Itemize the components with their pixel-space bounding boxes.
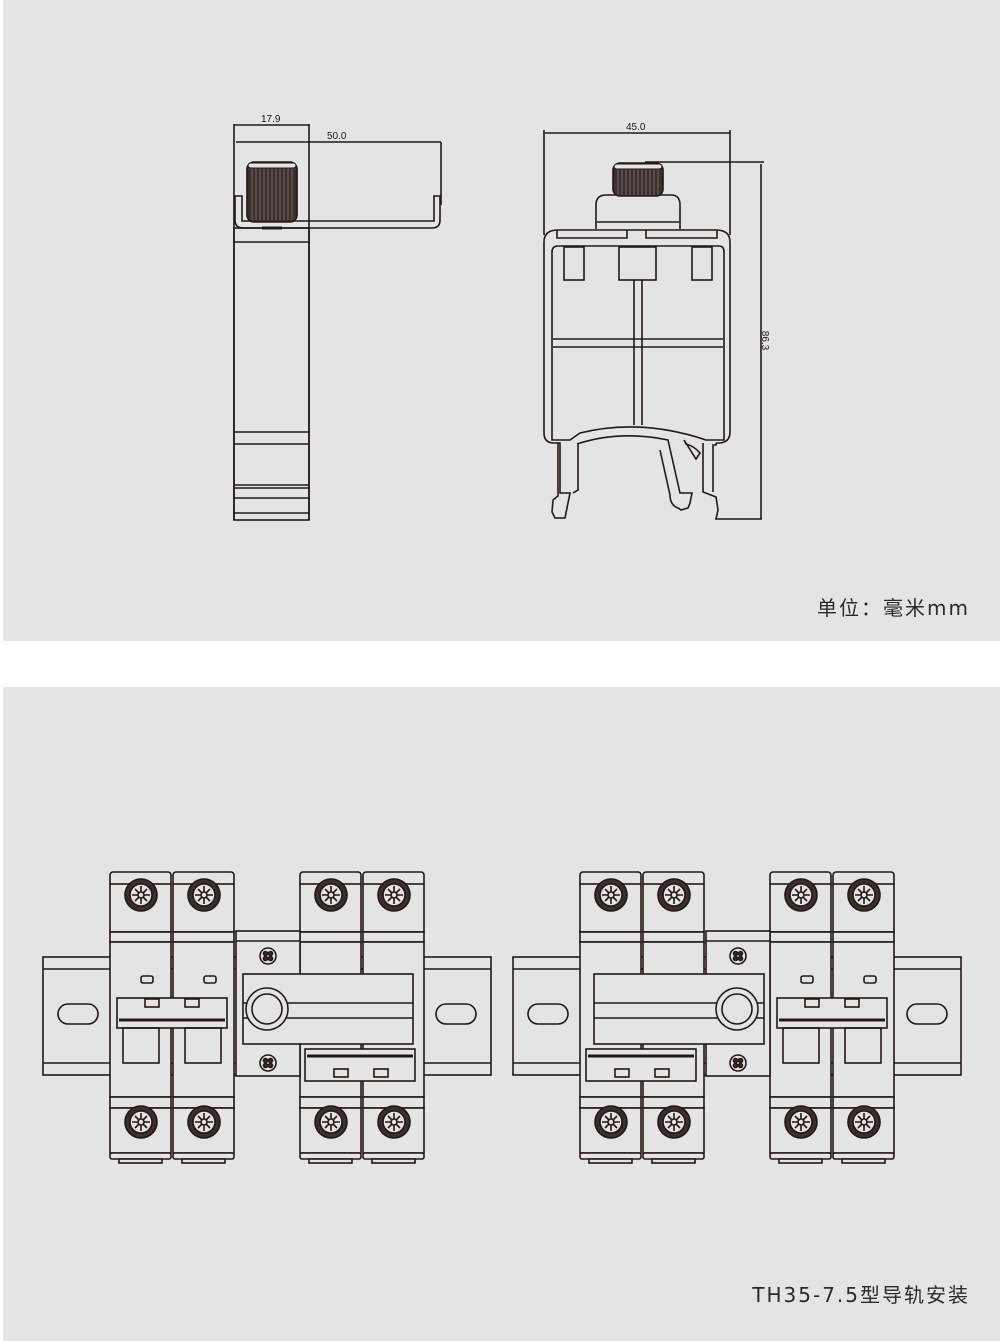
dimension-label-front-width: 45.0 — [626, 122, 646, 133]
rail-installation-panel: TH35-7.5型导轨安装 — [3, 687, 1000, 1341]
dimension-label-front-height: 86.3 — [759, 330, 771, 351]
rail-installation-svg — [42, 871, 962, 1164]
dimension-label-side-width: 17.9 — [261, 114, 281, 125]
rail-installation-caption: TH35-7.5型导轨安装 — [752, 1283, 970, 1307]
front-view-drawing — [543, 130, 764, 520]
dimension-drawing-panel: 17.9 50.0 45.0 86.3 单位：毫米mm — [3, 0, 1000, 641]
side-view-drawing — [233, 124, 442, 521]
right-assembly — [512, 871, 962, 1164]
dimension-drawings-svg — [233, 124, 764, 521]
dimension-label-side-depth: 50.0 — [327, 131, 347, 142]
unit-caption: 单位：毫米mm — [817, 596, 970, 620]
left-assembly — [42, 871, 492, 1164]
